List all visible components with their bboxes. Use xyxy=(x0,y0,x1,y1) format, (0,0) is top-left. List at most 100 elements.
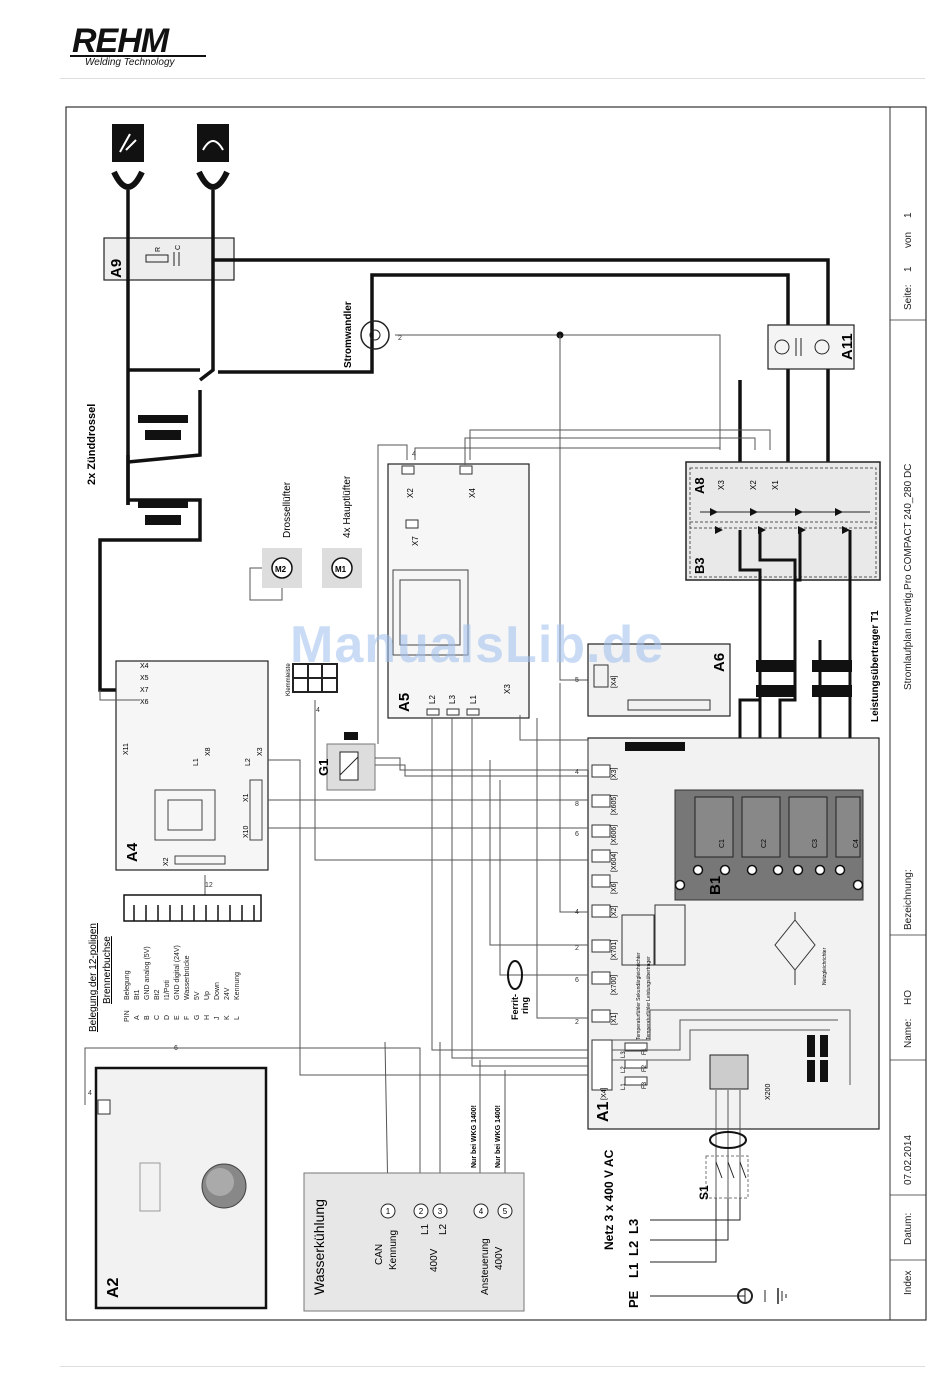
wire-counts: 4 8 6 4 2 6 2 12 4 4 2 4 6 5 xyxy=(88,335,579,1097)
pin-table: Belegung der 12-poligen Brennerbuchse PI… xyxy=(88,894,262,1032)
wire-count: 5 xyxy=(575,677,579,684)
l1-label: L1 xyxy=(626,1263,641,1278)
a4-label: A4 xyxy=(124,842,141,862)
a5-x3: X3 xyxy=(503,684,512,694)
wire-count: 8 xyxy=(575,801,579,808)
terminal-strip: Klemmleiste xyxy=(286,663,338,696)
footer-divider xyxy=(60,1366,925,1367)
a4-x8: X8 xyxy=(205,747,212,756)
a4-l1: L1 xyxy=(193,758,200,766)
ferrit-ring-line2: ring xyxy=(520,997,530,1014)
current-transformer: Stromwandler xyxy=(343,301,721,681)
a4-x6: X6 xyxy=(140,699,149,706)
pin-row-pin: K xyxy=(224,1015,231,1020)
datum-label: Datum: xyxy=(903,1213,914,1245)
a4-x2: X2 xyxy=(163,857,170,866)
pin-row-pin: F xyxy=(184,1016,191,1020)
power-wiring xyxy=(98,190,830,692)
a1-x4: [X4] xyxy=(601,1087,608,1100)
netzgleichrichter-label: Netzgleichrichter xyxy=(822,947,828,985)
logo-tagline: Welding Technology xyxy=(85,57,176,68)
a2-label: A2 xyxy=(105,1277,122,1298)
wasserkuehlung-label: Wasserkühlung xyxy=(311,1199,327,1295)
a4-x7: X7 xyxy=(140,687,149,694)
b3-label: B3 xyxy=(692,557,707,574)
seite-value: 1 xyxy=(903,266,914,272)
von-value: 1 xyxy=(903,212,914,218)
cap-c3: C3 xyxy=(812,839,819,848)
a4-x4: X4 xyxy=(140,663,149,670)
pin-row-belegung: Bt1 xyxy=(134,989,141,1000)
signal-wiring xyxy=(84,429,851,1210)
ansteuerung-label-1: Ansteuerung xyxy=(480,1238,491,1295)
module-a5: A5 X2 X4 X7 X3 L2 L3 L1 xyxy=(387,463,530,719)
pin-row-belegung: 5V xyxy=(194,991,201,1000)
module-a11: A11 xyxy=(767,324,856,370)
a8-x2: X2 xyxy=(749,480,758,490)
pin-row-pin: G xyxy=(194,1015,201,1020)
pin-row-belegung: GND analog (5V) xyxy=(144,946,151,1000)
bezeichnung-label: Bezeichnung: xyxy=(903,869,914,930)
drawing-frame xyxy=(65,106,927,1321)
module-a4: A4 X4 X5 X7 X6 X11 X8 X3 X1 X10 X2 L1 L2 xyxy=(115,660,269,871)
m1-label: M1 xyxy=(335,565,347,574)
a4-x5: X5 xyxy=(140,675,149,682)
l2-label: L2 xyxy=(626,1241,641,1256)
klemmleiste-label: Klemmleiste xyxy=(286,663,292,696)
pin-row-pin: E xyxy=(174,1015,181,1020)
ferrit-ring-label: Ferrit- ring xyxy=(510,991,530,1020)
drossel-luefter-label: Drossellüfter xyxy=(282,481,293,538)
pin-table-heading-1: Belegung der 12-poligen xyxy=(88,923,99,1032)
pin-row-pin: A xyxy=(134,1015,141,1020)
pin-row-pin: D xyxy=(164,1015,171,1020)
seite-label: Seite: xyxy=(903,284,914,310)
wire-count: 6 xyxy=(174,1045,178,1052)
pin-row-belegung: Up xyxy=(204,991,211,1000)
module-a1: A1 C1 C2 C3 C4 B1 [X3] [X605] xyxy=(587,737,880,1130)
pin-row-pin: B xyxy=(144,1015,151,1020)
wire-count: 4 xyxy=(412,451,416,458)
pin-row-belegung: Bt2 xyxy=(154,989,161,1000)
pin-row-pin: H xyxy=(204,1015,211,1020)
wire-count: 4 xyxy=(575,769,579,776)
pin-row-belegung: Down xyxy=(214,982,221,1000)
pin-row-belegung: GND digital (24V) xyxy=(174,945,181,1000)
datum-value: 07.02.2014 xyxy=(903,1135,914,1185)
wire-count: 2 xyxy=(575,945,579,952)
coolant-pin: 3 xyxy=(438,1207,443,1216)
a8-x1: X1 xyxy=(771,480,780,490)
coolant-pin: 5 xyxy=(503,1207,508,1216)
ferrite-ring-1: Ferrit- ring xyxy=(507,960,530,1020)
pin-row-pin: L xyxy=(234,1016,241,1020)
a1-x6: [X6] xyxy=(611,881,618,894)
pin-row-pin: J xyxy=(214,1017,221,1021)
a1-x606: [X606] xyxy=(611,825,618,845)
pin-row-pin: C xyxy=(154,1015,161,1020)
fuse-f3: F3 xyxy=(642,1081,648,1089)
a4-l2: L2 xyxy=(245,758,252,766)
wire-count: 2 xyxy=(575,1019,579,1026)
a4-x11: X11 xyxy=(123,743,130,755)
pe-label: PE xyxy=(626,1290,641,1308)
a8-label: A8 xyxy=(692,477,707,494)
coolant-pin: 1 xyxy=(386,1207,391,1216)
torch-socket xyxy=(111,124,145,190)
coolant-pin: 2 xyxy=(419,1207,424,1216)
a1-x604: [X604] xyxy=(611,852,618,872)
fan-m1: M1 4x Hauptlüfter xyxy=(322,475,362,588)
a1-x701: [X701] xyxy=(611,940,618,960)
wire-count: 6 xyxy=(575,977,579,984)
a1-label: A1 xyxy=(595,1101,612,1122)
a6-x4: [X4] xyxy=(611,675,618,688)
wire-count: 4 xyxy=(316,707,320,714)
module-a6: A6 [X4] xyxy=(587,643,731,717)
wire-count: 4 xyxy=(88,1090,92,1097)
ferrit-ring-line1: Ferrit- xyxy=(510,994,520,1020)
fuse-f2: F2 xyxy=(642,1064,648,1072)
netz-label: Netz 3 x 400 V AC xyxy=(602,1149,616,1250)
wire-count: 12 xyxy=(205,882,213,889)
index-label: Index xyxy=(903,1271,914,1295)
transformer-t1: Leistungsübertrager T1 xyxy=(756,610,881,722)
pin-row-belegung: Wasserbrücke xyxy=(184,955,191,1000)
